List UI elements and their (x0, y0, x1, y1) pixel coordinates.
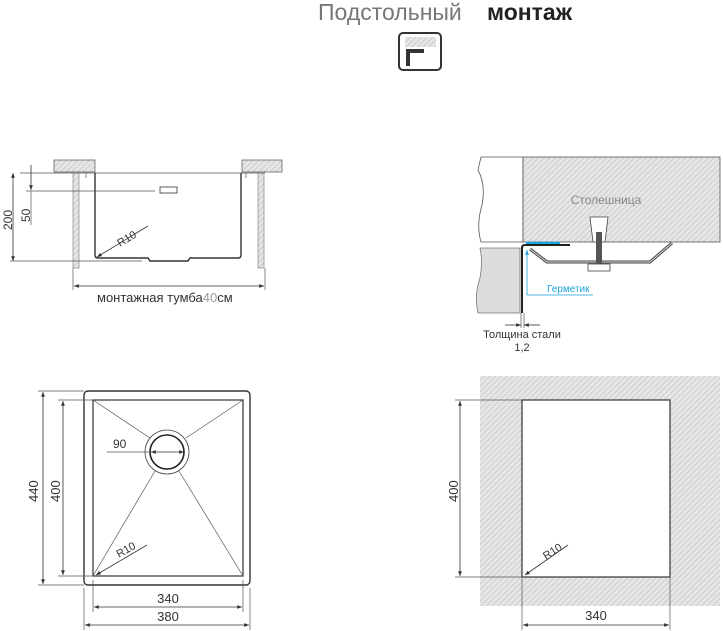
sink-bowl (92, 399, 244, 577)
cabinet-label: монтажная тумба40см (97, 290, 233, 305)
outer-length: 440 (26, 480, 41, 502)
screw (596, 232, 602, 265)
undermount-icon (398, 32, 442, 71)
top-view: 90 R10 440 400 340 380 (26, 390, 251, 630)
countertop (522, 156, 721, 243)
side-view: 200 50 R10 монтажная тумба40см (1, 159, 283, 305)
dim-depth: 200 (1, 210, 15, 230)
thickness-value: 1,2 (514, 342, 529, 354)
sink-outer (83, 390, 251, 586)
inner-length: 400 (48, 480, 63, 502)
overflow-hole (159, 186, 178, 194)
steel-edge (521, 244, 570, 313)
cutout-width: 340 (585, 608, 607, 623)
cutout-view: 400 R10 340 (446, 376, 720, 630)
nut (587, 263, 611, 272)
countertop-right (241, 159, 283, 173)
cabinet-wall-right (257, 171, 265, 269)
header: Подстольный монтаж (318, 0, 573, 71)
anchor (589, 216, 609, 243)
inner-width: 340 (157, 591, 179, 606)
cutout (521, 399, 671, 578)
sealant-label: Герметик (547, 284, 590, 295)
cabinet-wall-left (72, 171, 80, 269)
sink-profile (94, 173, 242, 262)
title-bold: монтаж (487, 0, 573, 25)
drain-diameter: 90 (113, 437, 127, 451)
cutout-length: 400 (446, 480, 461, 502)
outer-width: 380 (157, 609, 179, 624)
radius-label: R10 (115, 229, 138, 250)
countertop-label: Столешница (571, 193, 642, 207)
thickness-label: Толщина стали (483, 329, 561, 341)
title-light: Подстольный (318, 0, 462, 25)
cabinet-side (476, 247, 521, 314)
countertop-left (53, 159, 96, 173)
dim-overflow: 50 (19, 208, 33, 222)
section-view: Столешница Герметик Толщина стали 1,2 (476, 156, 721, 354)
